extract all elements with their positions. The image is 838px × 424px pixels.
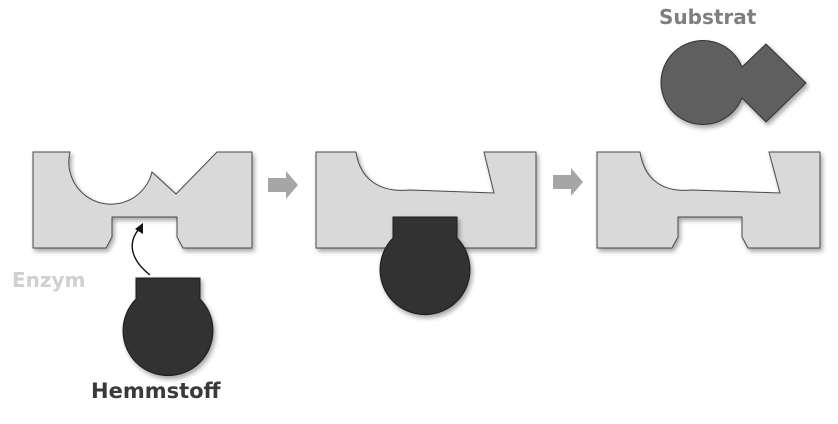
binding-arrow-head-icon bbox=[135, 223, 143, 234]
enzyme-label: Enzym bbox=[12, 268, 86, 292]
enzyme-stage-3 bbox=[596, 151, 821, 249]
substrate bbox=[660, 40, 807, 125]
inhibitor-label: Hemmstoff bbox=[91, 379, 221, 403]
enzyme-stage-2 bbox=[315, 151, 537, 249]
enzyme-body-2 bbox=[315, 151, 537, 249]
process-arrow-1-icon bbox=[268, 171, 298, 199]
substrate-label: Substrat bbox=[659, 5, 757, 29]
inhibitor-bound-shape bbox=[379, 216, 471, 316]
binding-arrow bbox=[131, 228, 151, 276]
enzyme-stage-1 bbox=[32, 151, 253, 249]
inhibitor-bound bbox=[379, 216, 471, 316]
enzyme-body-3 bbox=[596, 151, 821, 249]
inhibitor-free bbox=[122, 277, 214, 377]
inhibitor-shape bbox=[122, 277, 214, 377]
process-arrow-2-icon bbox=[553, 168, 583, 196]
enzyme-body-1 bbox=[32, 151, 253, 249]
substrate-shape bbox=[660, 40, 807, 125]
